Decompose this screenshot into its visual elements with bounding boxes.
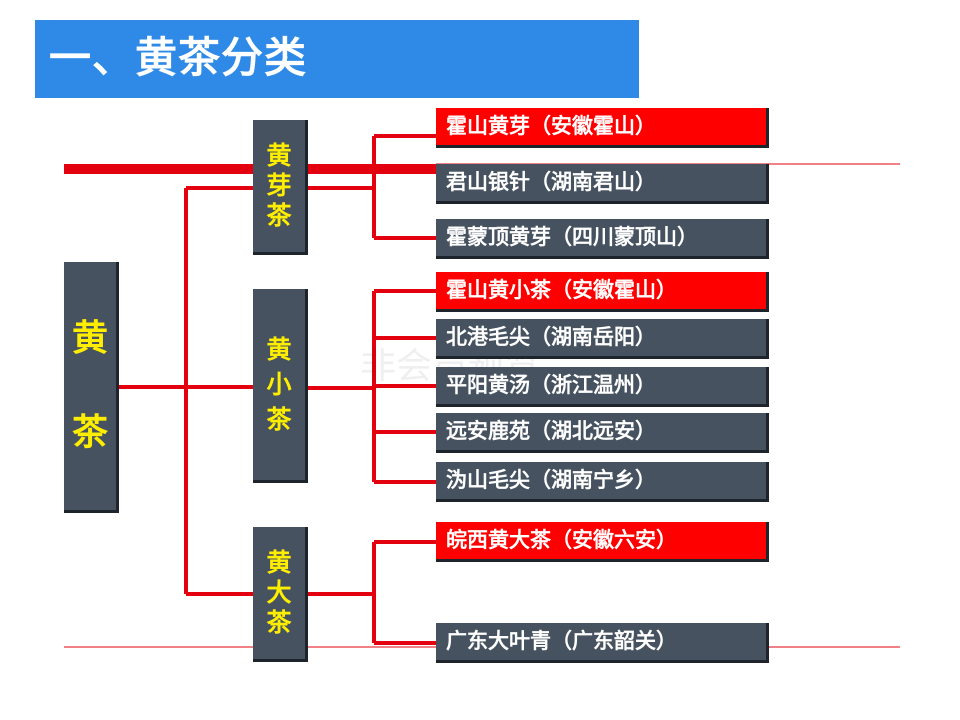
large-tea-connector <box>307 540 436 645</box>
root-node-yellow-tea: 黄 茶 <box>64 262 119 513</box>
category-char: 黄 <box>266 548 292 577</box>
title-bar: 一、黄茶分类 <box>35 20 639 98</box>
tea-item: 皖西黄大茶（安徽六安） <box>436 522 769 562</box>
category-char: 茶 <box>266 201 292 230</box>
root-connector <box>118 186 254 596</box>
category-char: 黄 <box>266 335 292 364</box>
tea-item: 广东大叶青（广东韶关） <box>436 623 769 663</box>
tea-item: 霍山黄芽（安徽霍山） <box>436 108 769 148</box>
category-char: 大 <box>266 578 292 607</box>
category-yellow-small-tea: 黄 小 茶 <box>253 289 308 483</box>
root-char: 黄 <box>71 317 108 359</box>
tea-item: 君山银针（湖南君山） <box>436 164 769 204</box>
bud-tea-connector <box>307 134 436 240</box>
tea-item: 远安鹿苑（湖北远安） <box>436 413 769 453</box>
category-yellow-large-tea: 黄 大 茶 <box>253 527 308 662</box>
category-char: 茶 <box>266 405 292 434</box>
small-tea-connector <box>307 289 436 484</box>
root-char: 茶 <box>71 412 108 454</box>
category-char: 芽 <box>266 171 292 200</box>
tea-item: 霍山黄小茶（安徽霍山） <box>436 272 769 312</box>
tea-item: 平阳黄汤（浙江温州） <box>436 367 769 407</box>
category-char: 茶 <box>266 608 292 637</box>
tea-item: 沩山毛尖（湖南宁乡） <box>436 462 769 502</box>
thick-rule <box>64 164 436 174</box>
tea-item: 霍蒙顶黄芽（四川蒙顶山） <box>436 219 769 259</box>
slide-title: 一、黄茶分类 <box>49 33 308 82</box>
category-char: 小 <box>266 370 292 399</box>
category-char: 黄 <box>266 141 292 170</box>
category-yellow-bud-tea: 黄 芽 茶 <box>253 120 308 255</box>
tea-item: 北港毛尖（湖南岳阳） <box>436 319 769 359</box>
